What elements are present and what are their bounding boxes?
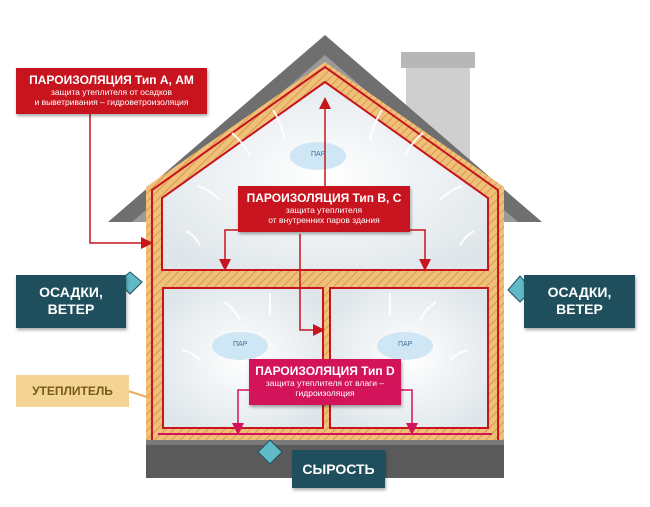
steam-label-left: ПАР: [233, 341, 248, 348]
label-type-d-sub2: гидроизоляция: [295, 388, 355, 398]
connector-type-d-right: [400, 389, 418, 435]
chimney-cap: [401, 52, 475, 68]
label-insulation: УТЕПЛИТЕЛЬ: [16, 375, 129, 407]
label-dampness: СЫРОСТЬ: [292, 450, 385, 488]
label-type-b-sub1: защита утеплителя: [285, 205, 363, 215]
label-type-a: ПАРОИЗОЛЯЦИЯ Тип А, АМ защита утеплителя…: [16, 68, 207, 114]
connector-type-a: [89, 112, 153, 249]
label-weather-right-line2: ВЕТЕР: [556, 301, 603, 317]
label-weather-left: ОСАДКИ, ВЕТЕР: [16, 275, 126, 328]
vapor-barrier-attic: [161, 80, 489, 271]
steam-cloud-left: [212, 332, 268, 360]
connector-insulation: [127, 390, 151, 399]
label-type-a-title: ПАРОИЗОЛЯЦИЯ Тип А, АМ: [29, 73, 194, 87]
dampness-icon: [257, 439, 283, 465]
steam-arrows: [181, 109, 475, 361]
label-type-a-sub2: и выветривания – гидроветроизоляция: [34, 97, 189, 107]
label-type-d: ПАРОИЗОЛЯЦИЯ Тип D защита утеплителя от …: [249, 359, 401, 405]
label-weather-left-line1: ОСАДКИ,: [39, 284, 103, 300]
label-type-b: ПАРОИЗОЛЯЦИЯ Тип В, С защита утеплителя …: [238, 186, 410, 232]
connector-type-b-left: [219, 229, 238, 271]
floor-slab: [150, 272, 500, 286]
label-type-d-sub1: защита утеплителя от влаги –: [265, 378, 385, 388]
label-type-a-sub1: защита утеплителя от осадков: [50, 87, 173, 97]
label-type-d-title: ПАРОИЗОЛЯЦИЯ Тип D: [255, 364, 395, 378]
label-weather-right-line1: ОСАДКИ,: [547, 284, 612, 300]
steam-cloud-right: [377, 332, 433, 360]
label-weather-right: ОСАДКИ, ВЕТЕР: [524, 275, 635, 328]
steam-label-right: ПАР: [398, 341, 413, 348]
connector-type-b-right: [410, 229, 431, 271]
vapor-barrier-outer: [151, 65, 499, 440]
steam-cloud-attic: [290, 142, 346, 170]
label-type-b-sub2: от внутренних паров здания: [268, 215, 380, 225]
connector-type-b-room: [299, 234, 325, 336]
steam-label-attic: ПАР: [311, 151, 326, 158]
label-weather-left-line2: ВЕТЕР: [47, 301, 95, 317]
label-type-b-title: ПАРОИЗОЛЯЦИЯ Тип В, С: [246, 191, 402, 205]
